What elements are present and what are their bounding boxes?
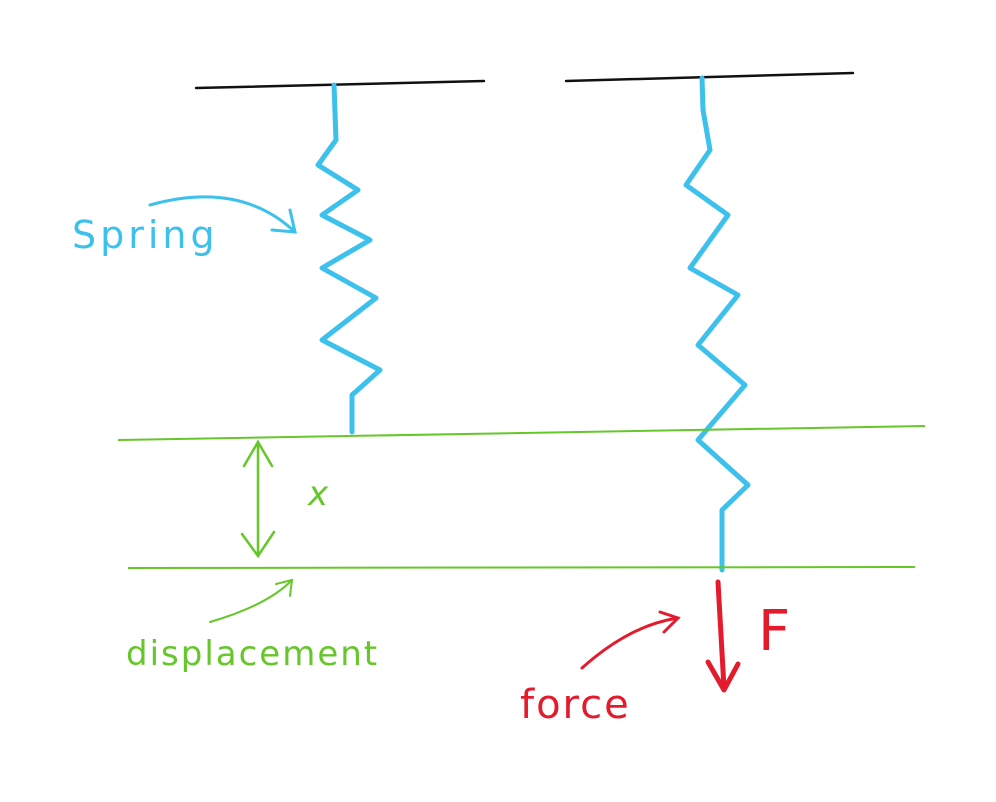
rest-position-line <box>117 425 926 441</box>
displacement-double-arrow <box>240 439 276 559</box>
right-ceiling <box>564 71 855 83</box>
force-symbol-label: F <box>758 599 790 664</box>
spring-pointer-arrow <box>148 195 297 234</box>
force-arrow <box>705 579 741 693</box>
left-ceiling <box>194 79 486 90</box>
left-spring-unstretched <box>315 82 383 435</box>
force-pointer-arrow <box>580 610 681 670</box>
stretched-position-line <box>127 566 916 569</box>
displacement-pointer-arrow <box>209 578 294 623</box>
right-spring-stretched <box>683 75 751 573</box>
spring-label: Spring <box>72 213 219 257</box>
force-label: force <box>520 682 631 728</box>
displacement-label: displacement <box>126 634 379 674</box>
x-label: x <box>307 474 329 514</box>
